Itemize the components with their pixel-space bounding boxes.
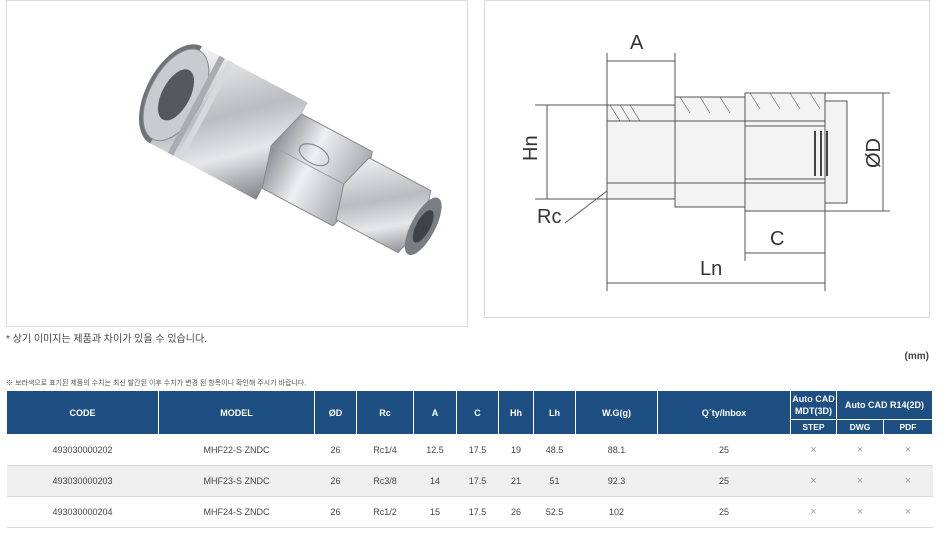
cell-rc: Rc3/8 bbox=[356, 465, 414, 497]
cell-od: 26 bbox=[314, 465, 357, 497]
dwg-unavailable-icon: × bbox=[836, 434, 884, 466]
header-qty: Q´ty/Inbox bbox=[657, 390, 791, 435]
header-c: C bbox=[456, 390, 499, 435]
cell-a: 15 bbox=[413, 496, 457, 528]
cell-model: MHF22-S ZNDC bbox=[158, 434, 315, 466]
header-od: ØD bbox=[314, 390, 357, 435]
spec-table: CODE MODEL ØD Rc A C Hh Lh W.G(g) Q´ty/I… bbox=[6, 390, 934, 528]
header-hh: Hh bbox=[498, 390, 534, 435]
table-row: 493030000202 MHF22-S ZNDC 26 Rc1/4 12.5 … bbox=[6, 434, 933, 466]
table-notice: ※ 보라색으로 표기된 제품의 수치는 최신 발간된 이후 수치가 변경 된 항… bbox=[6, 380, 307, 387]
cell-code: 493030000203 bbox=[6, 465, 159, 497]
step-unavailable-icon: × bbox=[790, 465, 837, 497]
product-photo-frame bbox=[6, 0, 468, 327]
cell-lh: 52.5 bbox=[533, 496, 576, 528]
cell-a: 12.5 bbox=[413, 434, 457, 466]
cell-model: MHF24-S ZNDC bbox=[158, 496, 315, 528]
cell-model: MHF23-S ZNDC bbox=[158, 465, 315, 497]
header-rc: Rc bbox=[356, 390, 414, 435]
cell-c: 17.5 bbox=[456, 496, 499, 528]
cell-rc: Rc1/4 bbox=[356, 434, 414, 466]
header-lh: Lh bbox=[533, 390, 576, 435]
image-disclaimer: * 상기 이미지는 제품과 차이가 있을 수 있습니다. bbox=[6, 334, 207, 345]
step-unavailable-icon: × bbox=[790, 434, 837, 466]
technical-drawing-frame: A Hn ØD Rc C Ln bbox=[484, 0, 930, 318]
dim-c-label: C bbox=[770, 228, 784, 250]
dim-od-label: ØD bbox=[863, 138, 885, 168]
header-code: CODE bbox=[6, 390, 159, 435]
pdf-unavailable-icon: × bbox=[883, 496, 933, 528]
cell-od: 26 bbox=[314, 496, 357, 528]
cell-c: 17.5 bbox=[456, 434, 499, 466]
header-cad-2d: Auto CAD R14(2D) bbox=[835, 390, 934, 420]
cell-lh: 48.5 bbox=[533, 434, 576, 466]
cell-wg: 92.3 bbox=[575, 465, 658, 497]
technical-drawing: A Hn ØD Rc C Ln bbox=[520, 32, 890, 291]
cell-c: 17.5 bbox=[456, 465, 499, 497]
pdf-unavailable-icon: × bbox=[883, 465, 933, 497]
dim-a-label: A bbox=[630, 32, 644, 54]
table-row: 493030000204 MHF24-S ZNDC 26 Rc1/2 15 17… bbox=[6, 496, 933, 528]
header-model: MODEL bbox=[158, 390, 315, 435]
pdf-unavailable-icon: × bbox=[883, 434, 933, 466]
dim-hn-label: Hn bbox=[520, 135, 542, 161]
header-wg: W.G(g) bbox=[575, 390, 658, 435]
cell-hh: 26 bbox=[498, 496, 534, 528]
dim-rc-label: Rc bbox=[537, 206, 561, 228]
unit-label: (mm) bbox=[904, 351, 929, 362]
cell-code: 493030000204 bbox=[6, 496, 159, 528]
cell-od: 26 bbox=[314, 434, 357, 466]
table-row: 493030000203 MHF23-S ZNDC 26 Rc3/8 14 17… bbox=[6, 465, 933, 497]
product-photo bbox=[138, 44, 442, 256]
header-cad-3d: Auto CAD MDT(3D) bbox=[790, 390, 837, 420]
cell-qty: 25 bbox=[657, 434, 791, 466]
header-a: A bbox=[413, 390, 457, 435]
cell-code: 493030000202 bbox=[6, 434, 159, 466]
step-unavailable-icon: × bbox=[790, 496, 837, 528]
cell-hh: 19 bbox=[498, 434, 534, 466]
cell-wg: 102 bbox=[575, 496, 658, 528]
header-dwg: DWG bbox=[836, 419, 884, 435]
cell-rc: Rc1/2 bbox=[356, 496, 414, 528]
dwg-unavailable-icon: × bbox=[836, 465, 884, 497]
cell-a: 14 bbox=[413, 465, 457, 497]
header-pdf: PDF bbox=[882, 419, 934, 435]
cell-lh: 51 bbox=[533, 465, 576, 497]
cell-wg: 88.1 bbox=[575, 434, 658, 466]
dwg-unavailable-icon: × bbox=[836, 496, 884, 528]
header-step: STEP bbox=[790, 419, 837, 435]
cell-qty: 25 bbox=[657, 496, 791, 528]
cell-qty: 25 bbox=[657, 465, 791, 497]
cell-hh: 21 bbox=[498, 465, 534, 497]
dim-ln-label: Ln bbox=[700, 258, 722, 280]
